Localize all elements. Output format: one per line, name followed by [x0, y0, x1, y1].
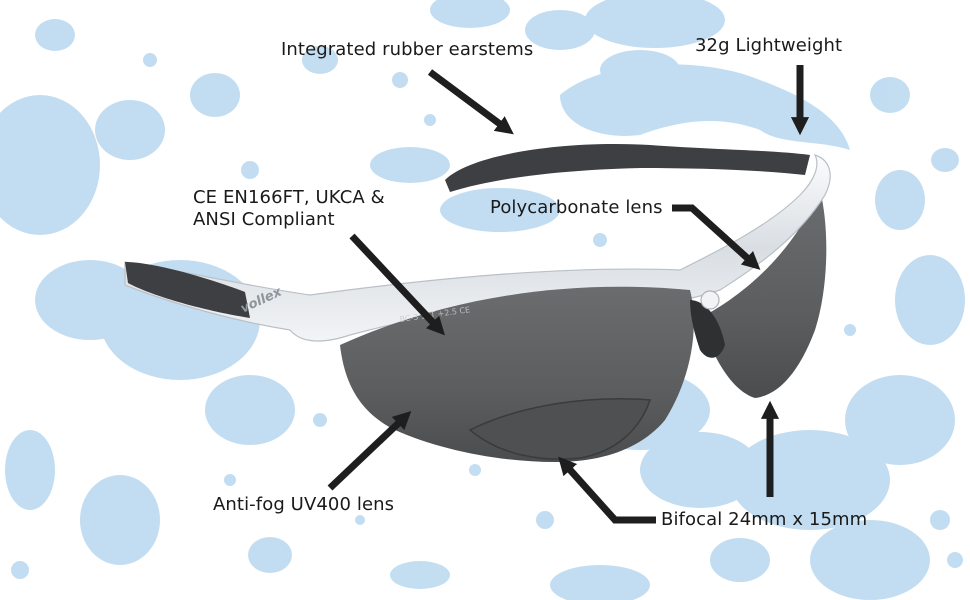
- arrow-polycarbonate: [672, 204, 761, 270]
- callout-compliance-line1: CE EN166FT, UKCA &: [193, 187, 385, 208]
- left-earstem: [125, 262, 250, 318]
- arrow-antifog: [327, 410, 412, 491]
- nose-pad: [690, 300, 725, 358]
- arrow-bifocal: [558, 456, 656, 524]
- right-lens: [700, 190, 827, 398]
- callout-arrows: [327, 65, 810, 524]
- bifocal-segment: [468, 398, 652, 460]
- arrow-compliance: [349, 233, 445, 336]
- callout-bifocal: Bifocal 24mm x 15mm: [661, 509, 868, 530]
- callout-antifog: Anti-fog UV400 lens: [213, 494, 395, 515]
- callout-weight: 32g Lightweight: [695, 35, 843, 56]
- callout-earstems: Integrated rubber earstems: [281, 39, 534, 60]
- right-earstem: [445, 144, 810, 192]
- callout-polycarbonate: Polycarbonate lens: [490, 197, 663, 218]
- arrow-earstems: [427, 69, 514, 135]
- callout-compliance: CE EN166FT, UKCA & ANSI Compliant: [193, 187, 385, 231]
- callout-compliance-line2: ANSI Compliant: [193, 209, 335, 230]
